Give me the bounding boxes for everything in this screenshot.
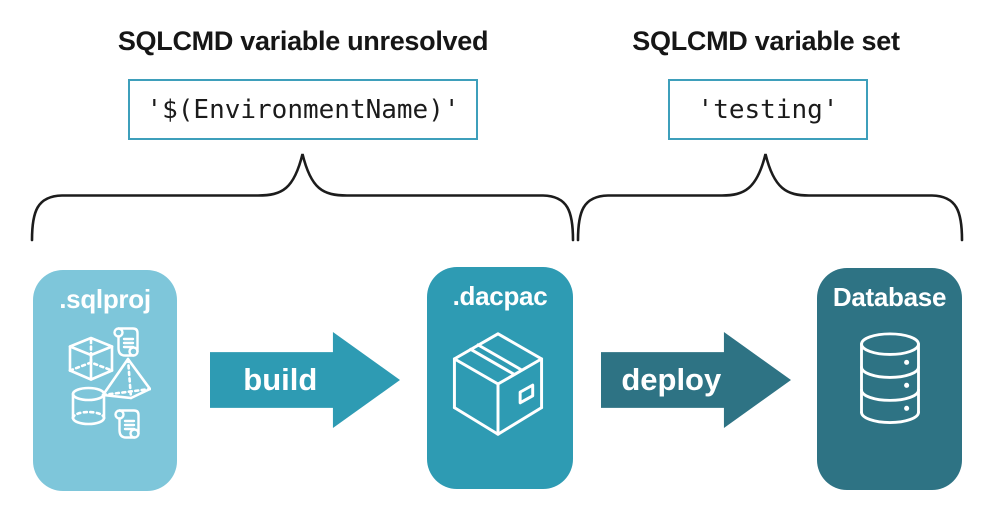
heading-set: SQLCMD variable set xyxy=(632,26,900,56)
scroll-icon xyxy=(114,409,140,439)
stage-database-label: Database xyxy=(832,282,947,312)
heading-unresolved: SQLCMD variable unresolved xyxy=(117,26,489,56)
code-box-unresolved: '$(EnvironmentName)' xyxy=(128,79,478,140)
cylinder-icon xyxy=(71,386,106,426)
stage-database: Database xyxy=(817,268,962,490)
sqlproj-icons xyxy=(68,327,151,439)
stage-sqlproj: .sqlproj xyxy=(33,270,177,491)
stage-dacpac-label: .dacpac xyxy=(452,281,548,311)
database-icon xyxy=(860,332,920,424)
deploy-arrow-label: deploy xyxy=(621,362,722,397)
package-icon xyxy=(452,332,544,436)
stage-sqlproj-label: .sqlproj xyxy=(59,284,151,314)
stage-dacpac: .dacpac xyxy=(427,267,573,489)
cube-icon xyxy=(68,336,114,381)
pyramid-icon xyxy=(101,357,151,400)
code-text-set: 'testing' xyxy=(697,94,839,125)
build-arrow-label: build xyxy=(243,362,318,397)
left-brace xyxy=(30,153,575,242)
deploy-arrow: deploy xyxy=(601,332,791,428)
build-arrow: build xyxy=(210,332,400,428)
right-brace xyxy=(576,153,964,242)
code-text-unresolved: '$(EnvironmentName)' xyxy=(146,94,460,125)
code-box-set: 'testing' xyxy=(668,79,868,140)
scroll-icon xyxy=(113,327,139,357)
